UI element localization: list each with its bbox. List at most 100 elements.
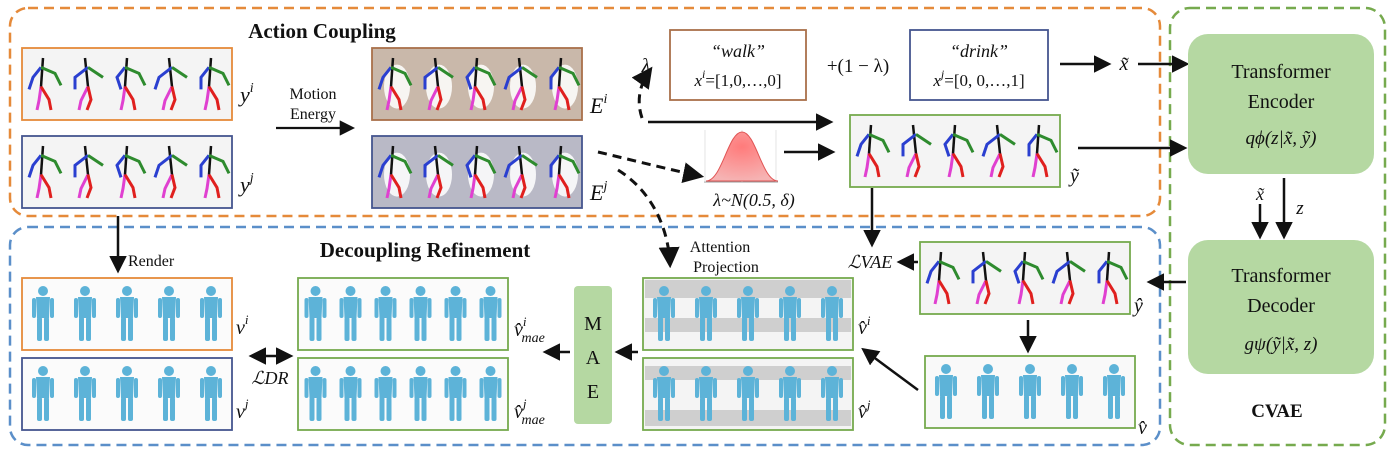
body-mesh-figure bbox=[821, 366, 843, 421]
label-ei: Ei bbox=[589, 92, 607, 118]
body-mesh-figure bbox=[200, 366, 222, 421]
body-mesh-figure bbox=[200, 286, 222, 341]
body-mesh-figure bbox=[444, 366, 467, 421]
body-mesh-figure bbox=[779, 366, 801, 421]
action-coupling-title: Action Coupling bbox=[248, 19, 396, 43]
encoder-title-1: Transformer bbox=[1231, 61, 1331, 83]
label-vj: vj bbox=[236, 396, 249, 423]
cvae-frame bbox=[1168, 6, 1387, 447]
body-mesh-figure bbox=[304, 366, 327, 421]
body-mesh-figure bbox=[74, 286, 96, 341]
mesh-seq-vi bbox=[32, 286, 222, 341]
body-mesh-figure bbox=[977, 364, 999, 419]
label-x-tilde: x̃ bbox=[1119, 53, 1129, 75]
mesh-seq-vhat-j bbox=[645, 366, 851, 426]
body-mesh-figure bbox=[374, 366, 397, 421]
skeleton-seq-ytilde bbox=[855, 124, 1059, 178]
label-yj: yj bbox=[238, 171, 254, 197]
label-ytilde: ỹ bbox=[1068, 165, 1080, 187]
decoupling-refinement-title: Decoupling Refinement bbox=[320, 238, 531, 262]
body-mesh-figure bbox=[695, 366, 717, 421]
arrow-vhat-to-projection bbox=[861, 347, 919, 392]
decoupling-refinement-frame bbox=[8, 225, 1162, 447]
skeleton-figure bbox=[73, 57, 104, 111]
body-mesh-figure bbox=[158, 286, 180, 341]
label-lvae: ℒVAE bbox=[848, 252, 893, 272]
mae-letter-a: A bbox=[586, 347, 601, 369]
skeleton-seq-yhat bbox=[925, 251, 1129, 305]
skeleton-figure bbox=[1051, 251, 1086, 305]
mae-block bbox=[574, 286, 612, 424]
render-label: Render bbox=[128, 253, 175, 270]
decoder-title-1: Transformer bbox=[1231, 265, 1331, 287]
skeleton-figure bbox=[423, 57, 454, 111]
skeleton-figure bbox=[115, 57, 147, 111]
skeleton-figure bbox=[981, 124, 1016, 178]
transformer-encoder bbox=[1188, 34, 1374, 174]
body-mesh-figure bbox=[116, 366, 138, 421]
label-z: z bbox=[1295, 198, 1304, 219]
gaussian-distribution bbox=[704, 130, 779, 183]
body-mesh-figure bbox=[653, 366, 675, 421]
skeleton-figure bbox=[199, 145, 231, 199]
label-vhat: v̂ bbox=[1138, 417, 1147, 439]
body-mesh-figure bbox=[304, 286, 327, 341]
encoder-formula: qϕ(z|x̃, ỹ) bbox=[1246, 128, 1317, 149]
motion-energy-label-2: Energy bbox=[290, 106, 336, 123]
mix-coefficient: +(1 − λ) bbox=[827, 56, 889, 77]
skeleton-figure bbox=[27, 57, 63, 111]
body-mesh-figure bbox=[1061, 364, 1083, 419]
body-mesh-figure bbox=[74, 366, 96, 421]
mesh-seq-vj bbox=[32, 366, 222, 421]
skeleton-seq-yi bbox=[27, 57, 231, 111]
body-mesh-figure bbox=[737, 366, 759, 421]
skeleton-figure bbox=[549, 57, 581, 111]
body-mesh-figure bbox=[479, 286, 502, 341]
skeleton-figure bbox=[943, 124, 975, 178]
body-mesh-figure bbox=[409, 286, 432, 341]
label-x-tilde-2: x̃ bbox=[1255, 184, 1265, 204]
body-mesh-figure bbox=[737, 286, 759, 341]
label-lambda-dist: λ~N(0.5, δ) bbox=[712, 190, 794, 211]
motion-energy-label-1: Motion bbox=[289, 86, 336, 103]
skeleton-seq-ei bbox=[377, 57, 581, 111]
skeleton-figure bbox=[971, 251, 1002, 305]
decoder-formula: gψ(ỹ|x̃, z) bbox=[1245, 334, 1318, 355]
mesh-seq-vhat bbox=[935, 364, 1125, 419]
skeleton-figure bbox=[925, 251, 961, 305]
body-mesh-figure bbox=[821, 286, 843, 341]
skeleton-figure bbox=[503, 57, 538, 111]
skeleton-figure bbox=[465, 57, 497, 111]
arrow-ej-to-lambda bbox=[597, 150, 705, 183]
label-yi: yi bbox=[238, 81, 254, 107]
body-mesh-figure bbox=[653, 286, 675, 341]
drink-vector: xj=[0, 0,…,1] bbox=[932, 67, 1024, 90]
body-mesh-figure bbox=[935, 364, 957, 419]
skeleton-seq-yj bbox=[27, 145, 231, 199]
arrow-lambda bbox=[631, 66, 653, 119]
skeleton-figure bbox=[377, 57, 413, 111]
body-mesh-figure bbox=[479, 366, 502, 421]
skeleton-figure bbox=[901, 124, 932, 178]
label-ldr: ℒDR bbox=[252, 368, 289, 388]
body-mesh-figure bbox=[339, 286, 362, 341]
walk-title: “walk” bbox=[711, 41, 765, 61]
drink-label-box bbox=[909, 29, 1049, 101]
attention-mask-band bbox=[645, 318, 851, 332]
mesh-seq-vmae-i bbox=[304, 286, 502, 341]
skeleton-figure bbox=[855, 124, 891, 178]
attention-mask-band bbox=[645, 410, 851, 426]
skeleton-figure bbox=[73, 145, 104, 199]
mesh-seq-vhat-i bbox=[645, 280, 851, 341]
body-mesh-figure bbox=[409, 366, 432, 421]
skeleton-figure bbox=[27, 145, 63, 199]
skeleton-figure bbox=[1097, 251, 1129, 305]
drink-title: “drink” bbox=[950, 41, 1008, 61]
body-mesh-figure bbox=[32, 286, 54, 341]
label-lambda: λ bbox=[641, 55, 651, 77]
skeleton-figure bbox=[1027, 124, 1059, 178]
panel-vmae-j bbox=[297, 357, 509, 431]
